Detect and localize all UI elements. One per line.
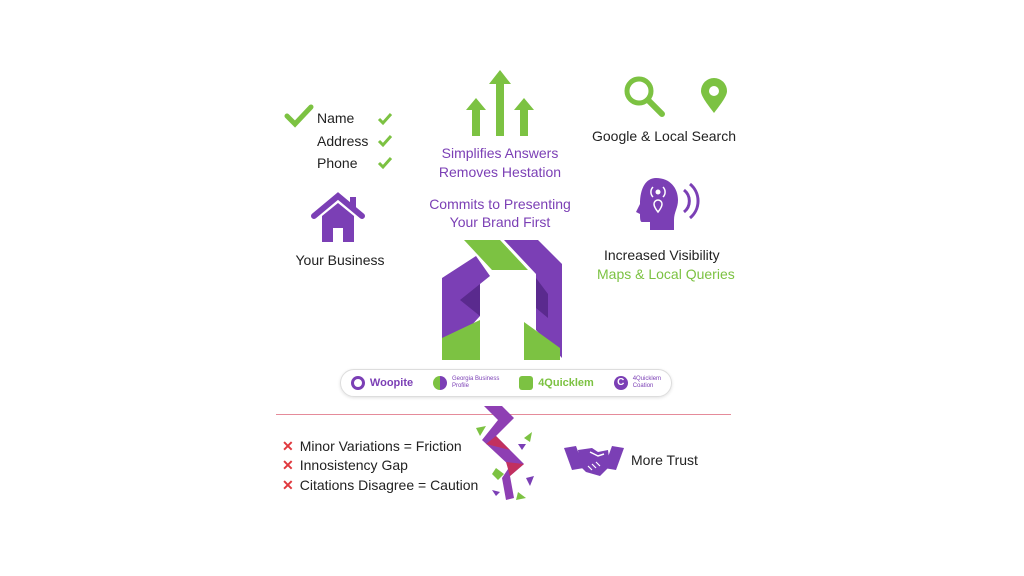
nap-name: Name xyxy=(317,110,355,126)
center-line4: Your Brand First xyxy=(449,214,551,230)
platform-sublabel: Coation xyxy=(632,383,654,389)
issue-item: ✕ Innosistency Gap xyxy=(282,457,408,474)
issue-text: Innosistency Gap xyxy=(299,457,408,473)
check-icon xyxy=(377,135,393,148)
platform-label: Woopite xyxy=(369,377,414,389)
issue-item: ✕ Minor Variations = Friction xyxy=(282,438,462,455)
search-label: Google & Local Search xyxy=(592,128,736,144)
x-icon: ✕ xyxy=(282,457,294,473)
map-pin-icon xyxy=(701,78,727,113)
issue-item: ✕ Citations Disagree = Caution xyxy=(282,477,478,494)
swirl-icon xyxy=(432,376,447,390)
center-line1: Simplifies Answers xyxy=(441,145,559,161)
nap-address: Address xyxy=(317,133,369,149)
platform-4quicklem: 4Quicklem xyxy=(519,376,594,390)
head-signal-icon xyxy=(636,178,700,230)
issue-text: Minor Variations = Friction xyxy=(299,438,462,454)
platform-label: 4Quicklem xyxy=(538,377,594,389)
center-line3: Commits to Presenting xyxy=(429,196,571,212)
search-icon xyxy=(624,76,665,117)
handshake-icon xyxy=(564,446,624,476)
visibility-line2: Maps & Local Queries xyxy=(597,266,735,282)
house-icon xyxy=(311,192,365,242)
issue-text: Citations Disagree = Caution xyxy=(299,477,479,493)
check-icon xyxy=(377,157,393,170)
center-line2: Removes Hestation xyxy=(438,164,562,180)
platform-label: 4Quicklem xyxy=(632,376,662,382)
x-icon: ✕ xyxy=(282,477,294,493)
quicklem-icon xyxy=(519,376,534,390)
big-check-icon xyxy=(284,104,314,128)
woopite-icon xyxy=(350,376,365,390)
platform-label: Georgia Business xyxy=(451,376,500,382)
business-label: Your Business xyxy=(295,252,385,268)
visibility-line1: Increased Visibility xyxy=(604,247,720,263)
nap-phone: Phone xyxy=(317,155,358,171)
platform-sublabel: Profile xyxy=(451,383,469,389)
x-icon: ✕ xyxy=(282,438,294,454)
trust-label: More Trust xyxy=(631,452,698,468)
growth-arrows-icon xyxy=(466,70,534,136)
broken-crack-icon xyxy=(476,406,534,500)
c-icon: C xyxy=(613,376,628,390)
brand-logo xyxy=(442,240,562,360)
check-icon xyxy=(377,113,393,126)
platform-woopite: Woopite xyxy=(350,376,414,390)
